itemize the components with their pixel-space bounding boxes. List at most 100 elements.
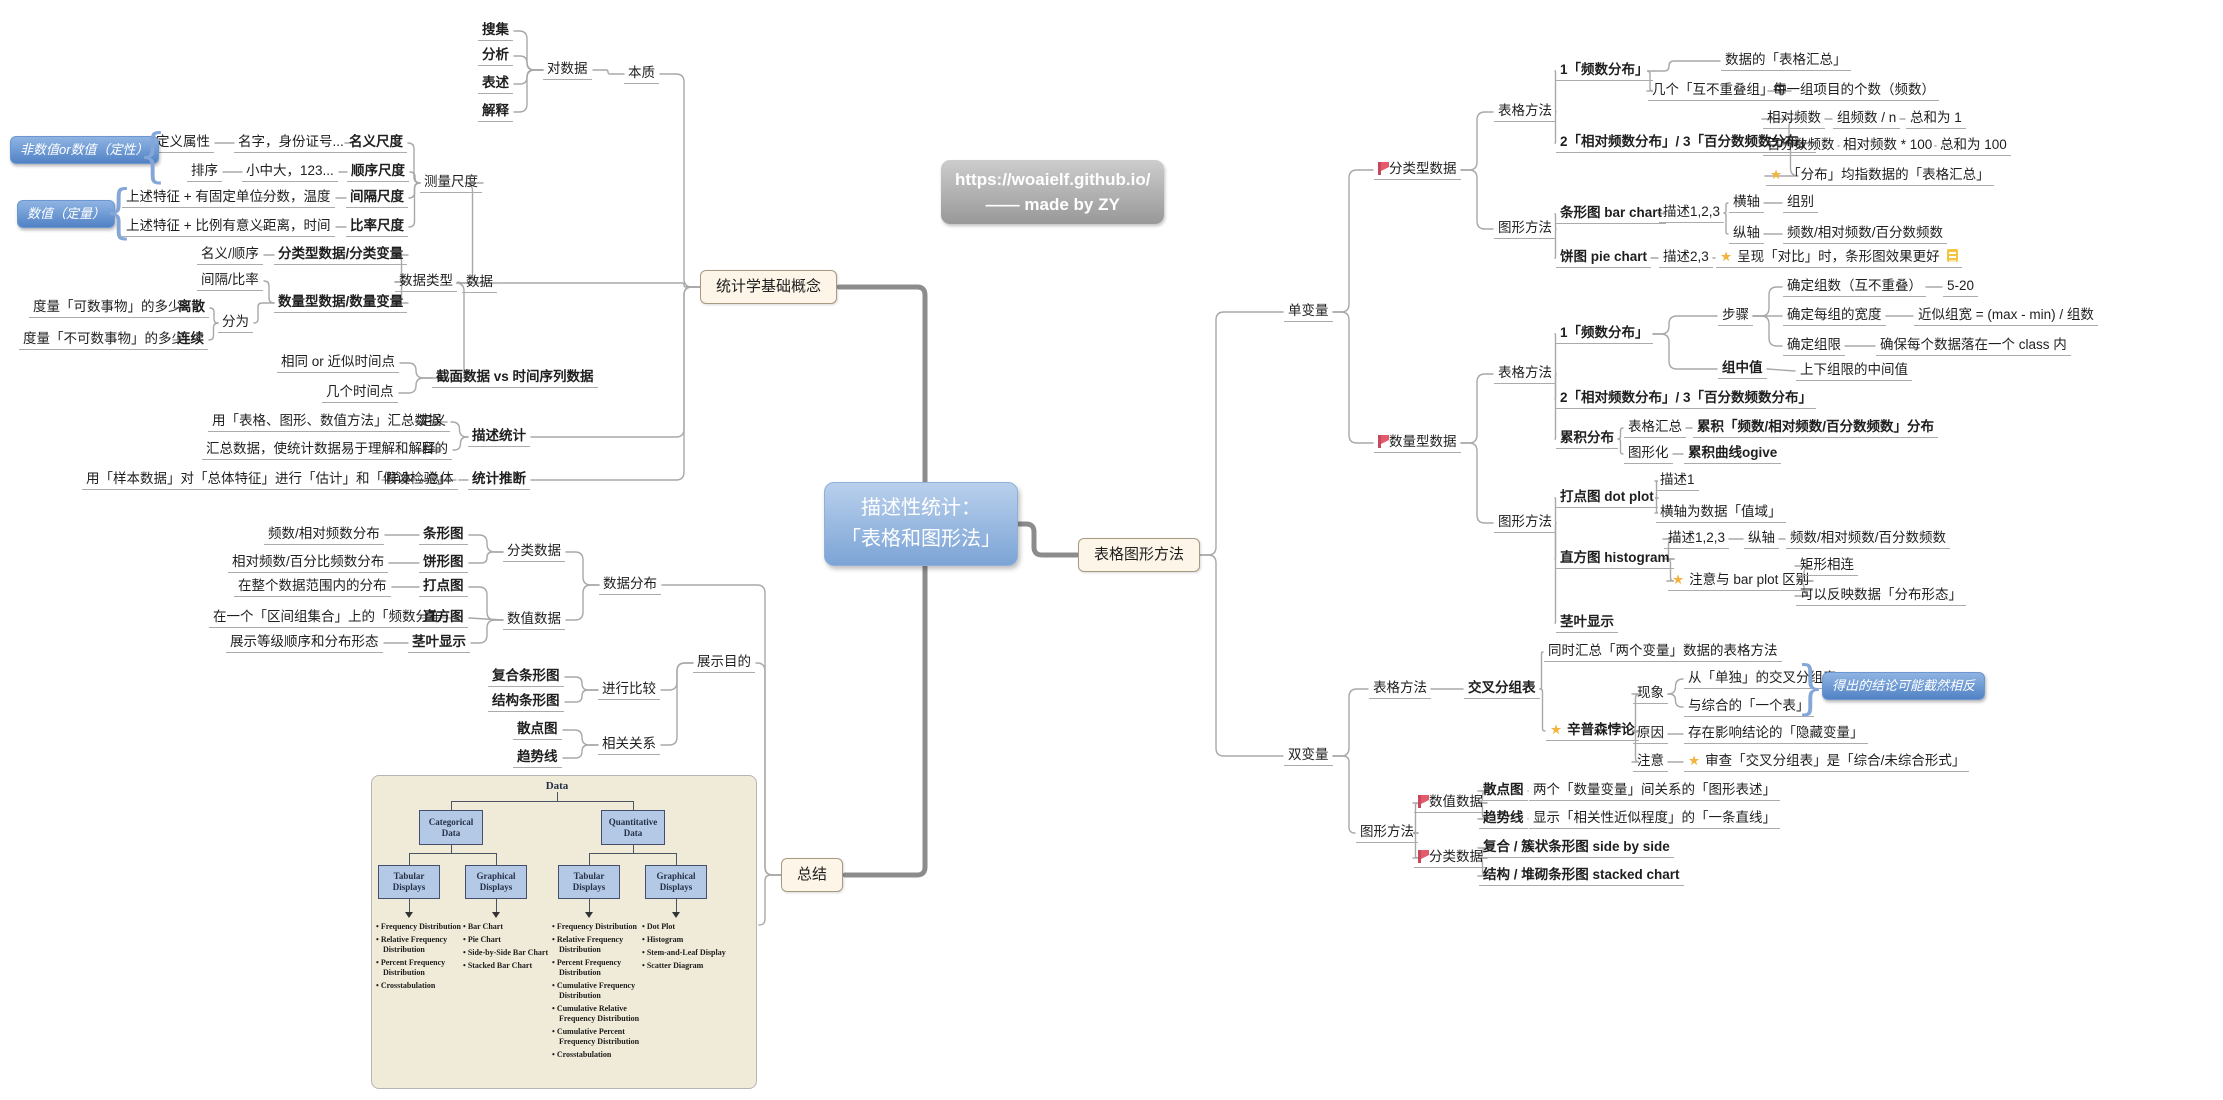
hist-vaxis[interactable]: 纵轴 [1744,529,1779,549]
same-time[interactable]: 相同 or 近似时间点 [277,353,400,373]
trend-line[interactable]: 趋势线 [1479,809,1528,829]
pie-chart[interactable]: 饼图 pie chart [1556,248,1652,268]
step-limits[interactable]: 确定组限 [1783,336,1845,356]
review-form[interactable]: ★审查「交叉分组表」是「综合/未综合形式」 [1684,752,1970,772]
crosstab[interactable]: 交叉分组表 [1464,679,1540,699]
range-520[interactable]: 5-20 [1943,277,1979,297]
dot-plot[interactable]: 打点图 dot plot [1556,488,1658,508]
use-sample[interactable]: 用「样本数据」对「总体特征」进行「估计」和「假设检验」 [82,470,455,490]
root-topic[interactable]: 描述性统计： 「表格和图形法」 [824,482,1018,566]
scatter-def[interactable]: 两个「数量变量」间关系的「图形表述」 [1529,781,1780,801]
quantitative-type[interactable]: 数量型数据/数量变量 [274,293,408,313]
rel-formula[interactable]: 组频数 / n [1833,109,1901,129]
reason[interactable]: 原因 [1633,724,1668,744]
histogram[interactable]: 直方图 histogram [1556,549,1674,569]
side-by-side[interactable]: 复合 / 簇状条形图 side by side [1479,838,1674,858]
attention[interactable]: 注意 [1633,752,1668,772]
interval-ratio[interactable]: 间隔/比率 [197,271,263,291]
present[interactable]: 表述 [478,74,513,94]
interpret[interactable]: 解释 [478,102,513,122]
cum-freq[interactable]: 累积「频数/相对频数/百分数频数」分布 [1693,418,1939,438]
item-count[interactable]: 每一组项目的个数（频数） [1769,81,1939,101]
compound-bar[interactable]: 复合条形图 [488,667,564,687]
rel-pct-dist-1[interactable]: 2「相对频数分布」/ 3「百分数频数分布」 [1556,133,1817,153]
rel-pct-dist-2[interactable]: 2「相对频数分布」/ 3「百分数频数分布」 [1556,389,1817,409]
display-purpose[interactable]: 展示目的 [693,653,755,673]
numeric-data[interactable]: 数值数据 [1414,793,1487,813]
uncountable[interactable]: 度量「不可数事物」的多少 [19,330,189,350]
cat-data-summary[interactable]: 分类数据 [503,542,565,562]
dot-axis[interactable]: 横轴为数据「值域」 [1656,503,1786,523]
interval-example[interactable]: 分数，温度 [259,188,335,208]
v-axis[interactable]: 纵轴 [1729,224,1764,244]
conclusion-badge[interactable]: 得出的结论可能截然相反 [1822,672,1986,700]
essence[interactable]: 本质 [624,64,659,84]
stacked-chart[interactable]: 结构 / 堆砌条形图 stacked chart [1479,866,1684,886]
trend-def[interactable]: 显示「相关性近似程度」的「一条直线」 [1529,809,1780,829]
hist-summary-def[interactable]: 在一个「区间组集合」上的「频数分布」 [209,608,460,628]
sum-hundred[interactable]: 总和为 100 [1936,136,2011,156]
several-times[interactable]: 几个时间点 [322,383,398,403]
stem-summary[interactable]: 茎叶显示 [408,633,470,653]
univariate[interactable]: 单变量 [1284,302,1333,322]
graph-method-3[interactable]: 图形方法 [1356,823,1418,843]
scatter-summary[interactable]: 散点图 [513,720,562,740]
step-width[interactable]: 确定每组的宽度 [1783,306,1886,326]
dot-summary[interactable]: 打点图 [419,577,468,597]
ratio-feature[interactable]: 上述特征 + 比例有意义 [122,217,267,237]
relative-freq[interactable]: 相对频数 [1763,109,1825,129]
ratio-scale[interactable]: 比率尺度 [346,217,408,237]
topic-basics[interactable]: 统计学基础概念 [700,270,838,304]
analyze[interactable]: 分析 [478,46,513,66]
categorical-type[interactable]: 分类型数据/分类变量 [274,245,408,265]
qualitative-brace[interactable]: { [139,126,167,184]
interval-scale[interactable]: 间隔尺度 [346,188,408,208]
cross-section[interactable]: 截面数据 vs 时间序列数据 [432,368,598,388]
midpoint-def[interactable]: 上下组限的中间值 [1796,361,1912,381]
pie-summary[interactable]: 饼形图 [419,553,468,573]
cum-table[interactable]: 表格汇总 [1624,418,1686,438]
ordinal-scale[interactable]: 顺序尺度 [347,162,409,182]
ordinal-example[interactable]: 小中大，123... [242,162,338,182]
ratio-example[interactable]: 距离，时间 [259,217,335,237]
quantitative-data[interactable]: 数量型数据 [1374,433,1461,453]
quantitative-badge[interactable]: 数值（定量） [17,200,116,228]
structure-bar[interactable]: 结构条形图 [488,692,564,712]
comparison[interactable]: 进行比较 [598,680,660,700]
measure-scale[interactable]: 测量尺度 [420,173,482,193]
nominal-scale[interactable]: 名义尺度 [345,133,407,153]
watermark-badge[interactable]: https://woaielf.github.io/ —— made by ZY [941,160,1165,224]
freq-dist-2[interactable]: 1「频数分布」 [1556,324,1653,344]
ogive[interactable]: 累积曲线ogive [1684,444,1782,464]
to-data[interactable]: 对数据 [543,60,592,80]
dist-note[interactable]: ★「分布」均指数据的「表格汇总」 [1766,166,1994,186]
table-method-3[interactable]: 表格方法 [1369,679,1431,699]
bar-desc[interactable]: 描述1,2,3 [1659,203,1725,223]
data-distribution[interactable]: 数据分布 [599,575,661,595]
bar-chart[interactable]: 条形图 bar chart [1556,204,1667,224]
pie-desc[interactable]: 描述2,3 [1659,248,1713,268]
topic-methods[interactable]: 表格图形方法 [1078,538,1201,572]
class-midpoint[interactable]: 组中值 [1718,359,1767,379]
width-formula[interactable]: 近似组宽 = (max - min) / 组数 [1914,306,2098,326]
steps[interactable]: 步骤 [1718,306,1753,326]
simpson-paradox[interactable]: ★辛普森悖论 [1546,721,1639,741]
ensure-class[interactable]: 确保每个数据落在一个 class 内 [1876,336,2071,356]
table-summary[interactable]: 数据的「表格汇总」 [1721,51,1851,71]
h-axis[interactable]: 横轴 [1729,193,1764,213]
bar-summary-def[interactable]: 频数/相对频数分布 [264,525,384,545]
table-method-1[interactable]: 表格方法 [1494,102,1556,122]
cum-graph[interactable]: 图形化 [1624,444,1673,464]
scatter-plot[interactable]: 散点图 [1479,781,1528,801]
continuous[interactable]: 连续 [173,330,208,350]
statistical-inference[interactable]: 统计推断 [468,470,530,490]
quantitative-brace[interactable]: { [105,182,133,240]
summarize-data[interactable]: 汇总数据，使统计数据易于理解和解释 [202,440,440,460]
topic-summary[interactable]: 总结 [781,858,844,892]
descriptive-stat[interactable]: 描述统计 [468,427,530,447]
countable[interactable]: 度量「可数事物」的多少 [29,298,186,318]
data-node[interactable]: 数据 [462,273,497,293]
crosstab-def[interactable]: 同时汇总「两个变量」数据的表格方法 [1544,642,1782,662]
nonoverlap-groups[interactable]: 几个「互不重叠组」中 [1648,81,1791,101]
group-label[interactable]: 组别 [1783,193,1818,213]
